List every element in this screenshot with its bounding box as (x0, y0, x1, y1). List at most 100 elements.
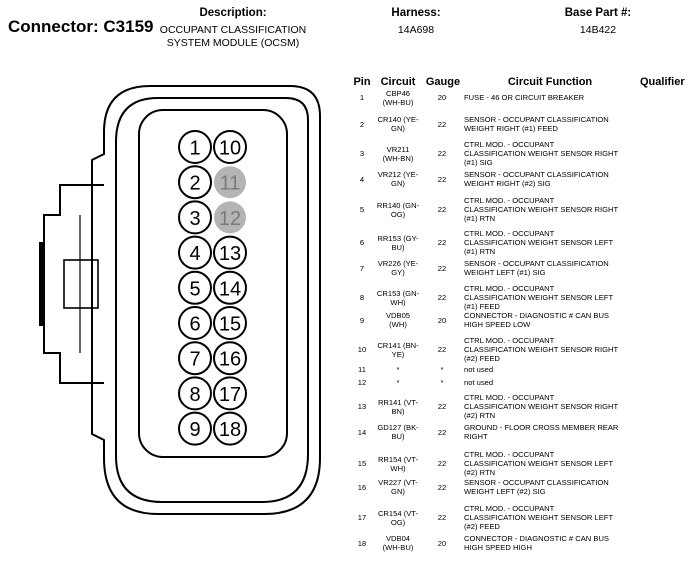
gauge-cell: 22 (437, 238, 447, 247)
function-cell: SENSOR - OCCUPANT CLASSIFICATION WEIGHT … (464, 170, 609, 188)
gauge-cell: 20 (437, 315, 447, 325)
pin-6-circle (178, 306, 212, 340)
housing-outline (91, 85, 321, 515)
function-cell: not used (464, 365, 494, 374)
pin-cell: 11 (358, 365, 366, 374)
circuit-cell: VR211 (WH-BN) (382, 144, 414, 163)
circuit-cell: CR140 (YE- GN) (377, 115, 419, 133)
pin-18-label: 18 (219, 419, 241, 441)
pin-cell: 14 (357, 427, 367, 437)
function-cell: CTRL MOD. - OCCUPANT CLASSIFICATION WEIG… (464, 393, 619, 420)
gauge-cell: 22 (437, 482, 447, 492)
pin-cell: 2 (359, 119, 365, 129)
col-header-gauge: Gauge (425, 76, 461, 88)
pin-14-label: 14 (219, 278, 241, 300)
latch-lock (63, 259, 99, 309)
function-cell: CTRL MOD. - OCCUPANT CLASSIFICATION WEIG… (464, 196, 619, 223)
pin-cell: 16 (357, 482, 367, 492)
pin-cavity (138, 109, 288, 458)
pin-11-label: 11 (220, 173, 241, 195)
gauge-cell: 22 (437, 513, 447, 522)
pin-cell: 3 (359, 149, 365, 158)
gauge-cell: * (440, 365, 444, 374)
pin-8-label: 8 (189, 384, 200, 406)
pin-10-label: 10 (219, 138, 241, 160)
pin-5-circle (178, 270, 212, 305)
pin-5-label: 5 (189, 278, 200, 300)
circuit-cell: VR212 (YE- GN) (377, 170, 419, 188)
pin-cell: 15 (357, 459, 367, 468)
circuit-cell: VR226 (YE- GY) (377, 259, 419, 277)
harness-value: 14A698 (397, 24, 435, 36)
latch-outline (43, 184, 104, 384)
pin-cell: 5 (359, 205, 365, 214)
circuit-cell: GD127 (BK- BU) (377, 423, 419, 441)
circuit-cell: RR140 (GN- OG) (376, 200, 420, 219)
pin-18-circle (213, 411, 247, 446)
pin-cell: 1 (359, 93, 365, 102)
connector-title: Connector: C3159 (8, 17, 154, 36)
function-cell: FUSE - 46 OR CIRCUIT BREAKER (464, 93, 585, 102)
housing-inner (115, 97, 309, 503)
col-header-function: Circuit Function (507, 76, 593, 88)
description-value: OCCUPANT CLASSIFICATION SYSTEM MODULE (O… (159, 24, 307, 49)
pin-3-label: 3 (189, 208, 200, 230)
circuit-cell: VDB04 (WH-BU) (382, 534, 414, 552)
pin-4-circle (178, 235, 212, 270)
col-header-circuit: Circuit (380, 76, 416, 88)
circuit-cell: RR154 (VT- WH) (377, 454, 419, 473)
col-header-pin: Pin (353, 76, 371, 88)
function-cell: SENSOR - OCCUPANT CLASSIFICATION WEIGHT … (464, 478, 609, 496)
pin-6-label: 6 (189, 314, 200, 336)
pin-15-circle (213, 306, 247, 340)
gauge-cell: 22 (437, 119, 447, 129)
gauge-cell: 22 (437, 427, 447, 437)
pin-10-circle (213, 130, 247, 164)
circuit-cell: CR153 (GN- WH) (376, 288, 420, 307)
pin-cell: 13 (357, 402, 367, 411)
pin-cell: 17 (357, 513, 367, 522)
function-cell: CONNECTOR - DIAGNOSTIC # CAN BUS HIGH SP… (464, 311, 610, 329)
base-part-label: Base Part #: (564, 7, 632, 19)
pin-cell: 18 (357, 538, 367, 548)
pin-17-circle (213, 376, 247, 411)
function-cell: CTRL MOD. - OCCUPANT CLASSIFICATION WEIG… (464, 284, 614, 311)
function-cell: CTRL MOD. - OCCUPANT CLASSIFICATION WEIG… (464, 450, 614, 477)
pin-9-label: 9 (189, 419, 200, 441)
pin-14-circle (213, 270, 247, 305)
pin-16-label: 16 (219, 349, 241, 371)
function-cell: SENSOR - OCCUPANT CLASSIFICATION WEIGHT … (464, 115, 609, 133)
pin-2-circle (178, 165, 212, 200)
pin-1-circle (178, 130, 212, 164)
function-cell: CTRL MOD. - OCCUPANT CLASSIFICATION WEIG… (464, 229, 614, 256)
function-cell: CTRL MOD. - OCCUPANT CLASSIFICATION WEIG… (464, 336, 619, 363)
function-cell: SENSOR - OCCUPANT CLASSIFICATION WEIGHT … (464, 259, 609, 277)
pin-cell: 8 (359, 293, 365, 302)
circuit-cell: * (396, 378, 400, 387)
circuit-cell: VR227 (VT- GN) (378, 478, 418, 496)
pin-cell: 4 (359, 174, 365, 184)
pin-7-label: 7 (189, 349, 200, 371)
gauge-cell: 22 (437, 263, 447, 273)
circuit-cell: RR141 (VT- BN) (377, 397, 419, 416)
harness-label: Harness: (391, 7, 441, 19)
pin-cell: 10 (357, 345, 367, 354)
base-part-value: 14B422 (579, 24, 617, 36)
pin-12-circle (214, 201, 246, 234)
gauge-cell: 22 (437, 149, 447, 158)
function-cell: not used (464, 378, 494, 387)
pin-4-label: 4 (189, 243, 200, 265)
pin-16-circle (213, 341, 247, 376)
pin-cell: 9 (359, 315, 365, 325)
gauge-cell: 22 (437, 345, 447, 354)
gauge-cell: 22 (437, 293, 447, 302)
gauge-cell: 22 (437, 459, 447, 468)
gauge-cell: * (440, 378, 444, 387)
gauge-cell: 20 (437, 93, 447, 102)
pin-17-label: 17 (219, 384, 241, 406)
pin-13-circle (213, 235, 247, 270)
circuit-cell: CBP46 (WH-BU) (382, 88, 414, 107)
pin-cell: 6 (359, 238, 365, 247)
